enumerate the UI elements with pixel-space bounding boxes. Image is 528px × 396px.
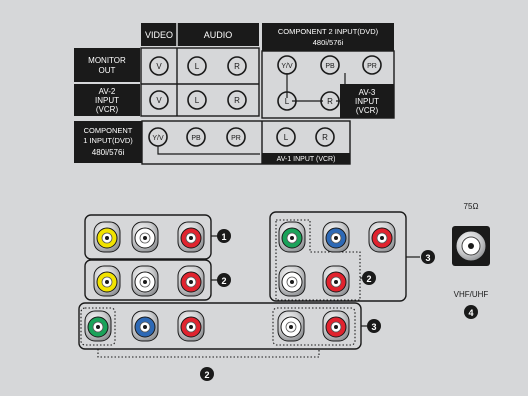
white-rca-jack: [131, 265, 159, 297]
white-rca-jack: [277, 310, 305, 342]
dotted-outline-av3: [275, 219, 361, 301]
callout-2: 2: [366, 274, 371, 284]
jack-label-r: R: [327, 97, 333, 106]
component1-label-box: [74, 121, 142, 163]
component2-header-line1: COMPONENT 2 INPUT(DVD): [278, 27, 379, 36]
jack-label-pr: PR: [367, 63, 377, 70]
monitor-out-label-line1: MONITOR: [88, 56, 126, 65]
blue-rca-jack: [131, 310, 159, 342]
jack-group-av2-frame: [84, 214, 212, 260]
jack-label-l: L: [284, 133, 289, 142]
callout-1: 1: [221, 232, 226, 242]
white-rca-jack: [278, 265, 306, 297]
av3-label-line3: (VCR): [356, 106, 379, 115]
callout-2: 2: [204, 370, 209, 380]
av1-label-strip: [262, 153, 350, 164]
label-chart: VIDEO AUDIO COMPONENT 2 INPUT(DVD) 480i/…: [74, 23, 395, 165]
jack-label-l: L: [195, 96, 200, 105]
jack-label-l: L: [285, 97, 290, 106]
yellow-rca-jack: [93, 221, 121, 253]
audio-header: AUDIO: [204, 30, 233, 40]
component1-label-line3: 480i/576i: [92, 148, 125, 157]
component2-header-strip: [262, 23, 394, 51]
callout-4: 4: [468, 308, 473, 318]
jack-label-r: R: [322, 133, 328, 142]
av3-label-box: [340, 84, 394, 118]
callouts: 1 2 2 3 3 2 4: [200, 229, 478, 381]
av2-label-line3: (VCR): [96, 105, 119, 114]
dotted-outline-lr: [272, 307, 356, 346]
jack-label-v: V: [156, 96, 162, 105]
component2-header-line2: 480i/576i: [313, 38, 344, 47]
jack-label-pb: PB: [191, 135, 201, 142]
callout-3: 3: [425, 253, 430, 263]
red-rca-jack: [177, 221, 205, 253]
antenna-impedance-label: 75Ω: [464, 202, 479, 211]
jack-label-v: V: [156, 62, 162, 71]
av3-label-line1: AV-3: [359, 88, 376, 97]
jack-label-l: L: [195, 62, 200, 71]
av-header-strip: [141, 23, 259, 46]
video-header: VIDEO: [145, 30, 173, 40]
callout-2: 2: [221, 276, 226, 286]
antenna-terminal: [452, 226, 490, 266]
white-rca-jack: [131, 221, 159, 253]
jack-label-yv: Y/V: [152, 135, 164, 142]
red-rca-jack: [177, 310, 205, 342]
red-rca-jack: [368, 221, 396, 253]
green-rca-jack: [84, 310, 112, 342]
jack-label-pb: PB: [325, 63, 335, 70]
antenna-band-label: VHF/UHF: [454, 290, 489, 299]
jack-label-yv: Y/V: [281, 63, 293, 70]
av2-label-box: [74, 84, 140, 116]
red-rca-jack: [177, 265, 205, 297]
av2-label-line1: AV-2: [99, 87, 116, 96]
jack-label-r: R: [234, 62, 240, 71]
component1-label-line2: 1 INPUT(DVD): [83, 136, 133, 145]
dotted-outline-y: [80, 307, 116, 346]
physical-jack-panel: 75Ω VHF/UHF 1 2 2 3 3 2 4: [78, 202, 490, 381]
dotted-bracket-component1: [97, 349, 320, 358]
component1-label-line1: COMPONENT: [84, 126, 133, 135]
monitor-out-label-box: [74, 48, 140, 82]
monitor-out-label-line2: OUT: [99, 66, 116, 75]
yellow-rca-jack: [93, 265, 121, 297]
callout-3: 3: [371, 322, 376, 332]
av1-label: AV-1 INPUT (VCR): [277, 156, 336, 163]
green-rca-jack: [278, 221, 306, 253]
red-rca-jack: [322, 310, 350, 342]
blue-rca-jack: [322, 221, 350, 253]
jack-label-r: R: [234, 96, 240, 105]
jack-group-component1-frame: [78, 302, 362, 350]
red-rca-jack: [322, 265, 350, 297]
jack-label-pr: PR: [231, 135, 241, 142]
av3-label-line2: INPUT: [355, 97, 379, 106]
av2-label-line2: INPUT: [95, 96, 119, 105]
